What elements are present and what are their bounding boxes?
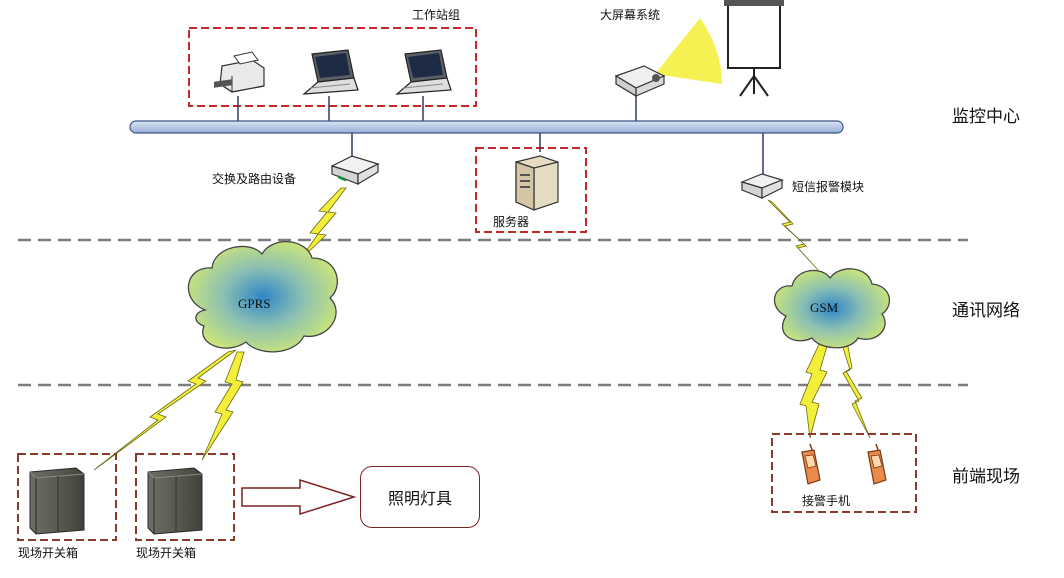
gprs-label: GPRS bbox=[238, 296, 271, 311]
cabinet-label: 现场开关箱 bbox=[18, 546, 79, 560]
phones-label: 接警手机 bbox=[802, 494, 851, 508]
server-label: 服务器 bbox=[493, 215, 530, 229]
server-box bbox=[475, 147, 587, 233]
cabinet-label: 现场开关箱 bbox=[136, 546, 197, 560]
lightning-icon bbox=[93, 187, 871, 471]
cloud-icon bbox=[187, 241, 338, 353]
laptop-icon bbox=[395, 49, 452, 95]
zone-monitor-center: 监控中心 bbox=[952, 107, 1020, 127]
projector-beam bbox=[655, 18, 722, 84]
printer-icon bbox=[214, 51, 265, 93]
big-screen-label: 大屏幕系统 bbox=[600, 8, 661, 22]
workstation-group-box bbox=[188, 27, 477, 107]
gsm-label: GSM bbox=[810, 300, 839, 315]
cabinet-icon bbox=[29, 467, 85, 535]
cloud-icon bbox=[773, 268, 891, 349]
zone-network: 通讯网络 bbox=[952, 301, 1020, 321]
workstation-group-label: 工作站组 bbox=[412, 8, 461, 22]
cabinet-icon bbox=[147, 467, 203, 535]
sms-module-icon bbox=[740, 173, 784, 199]
sms-module-label: 短信报警模块 bbox=[792, 180, 865, 194]
laptop-icon bbox=[302, 49, 359, 95]
switch-router-label: 交换及路由设备 bbox=[212, 172, 297, 186]
mobile-phone-icon bbox=[867, 443, 887, 485]
cabinet-box bbox=[17, 453, 117, 541]
mobile-phone-icon bbox=[801, 443, 821, 485]
network-bus bbox=[129, 120, 844, 134]
lights-box: 照明灯具 bbox=[360, 466, 480, 528]
phones-box bbox=[771, 433, 917, 513]
router-icon bbox=[330, 155, 380, 186]
cabinet-box bbox=[135, 453, 235, 541]
arrow-icon bbox=[241, 478, 357, 516]
server-icon bbox=[515, 155, 559, 211]
projector-icon bbox=[614, 65, 666, 98]
projection-screen-icon bbox=[724, 0, 784, 97]
zone-field: 前端现场 bbox=[952, 467, 1020, 487]
